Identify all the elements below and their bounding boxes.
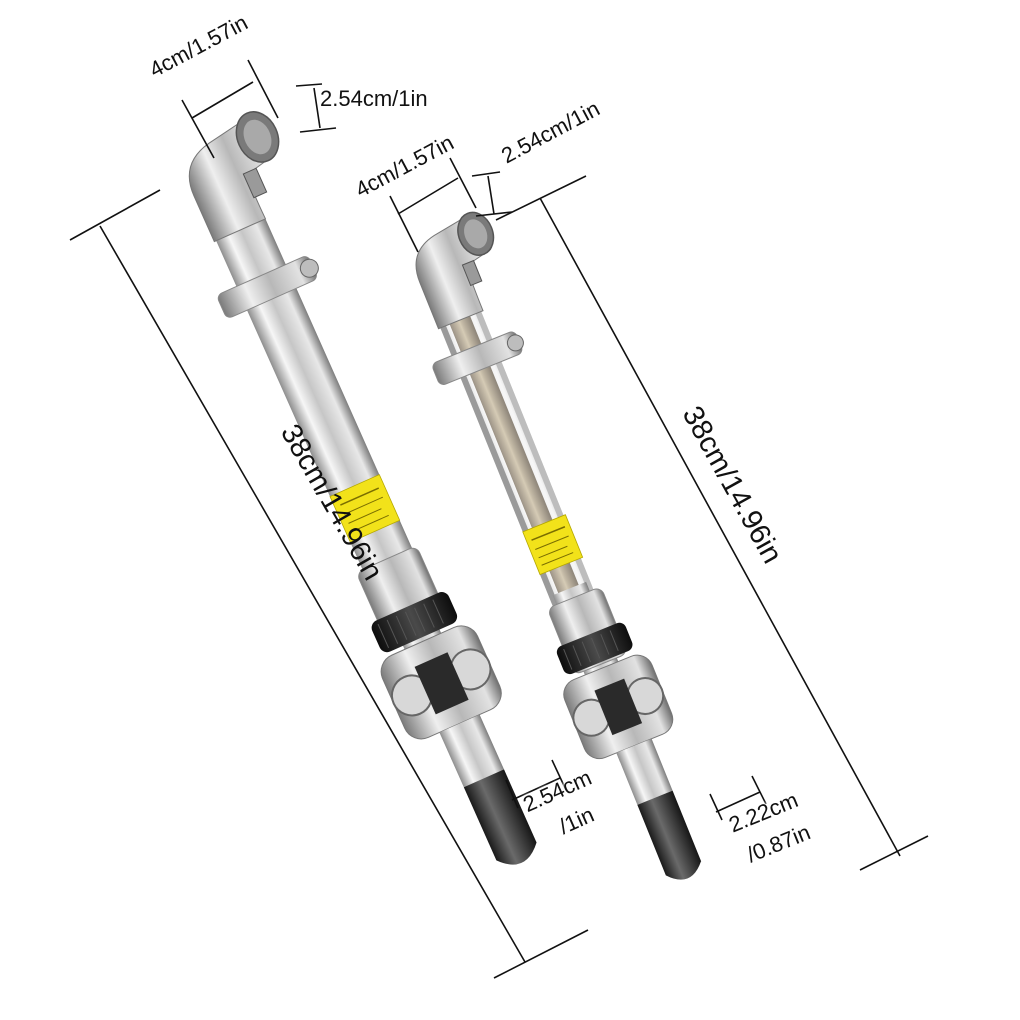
right-rod-top-screw (461, 259, 483, 287)
right-tip-width-line (715, 791, 761, 813)
left-rod-tip-collar (439, 714, 505, 788)
left-top-width-line (191, 81, 254, 119)
left-tip-width-line (511, 777, 561, 801)
left-rod-rubber-tip (463, 769, 537, 865)
dimension-lines (69, 59, 929, 979)
right-top-width-line (397, 177, 459, 215)
right-rod-top-elbow (415, 214, 492, 330)
left-rod-top-elbow (188, 116, 275, 243)
left-rod-top-screw (242, 167, 268, 199)
right-rod-rubber-tip (637, 790, 702, 880)
left-top-height-line (313, 87, 321, 129)
left-rod-yellow-label (329, 474, 401, 543)
right-rod (415, 211, 702, 880)
left-rod (188, 111, 537, 865)
right-top-height-line (487, 175, 495, 215)
right-rod-lock-knob (556, 622, 633, 675)
left-top-height-label: 2.54cm/1in (320, 86, 428, 111)
right-length-dimension-line (539, 197, 901, 857)
right-rod-tip-collar (616, 738, 673, 805)
left-length-dimension-line (99, 225, 526, 963)
right-rod-yellow-label (522, 514, 584, 576)
